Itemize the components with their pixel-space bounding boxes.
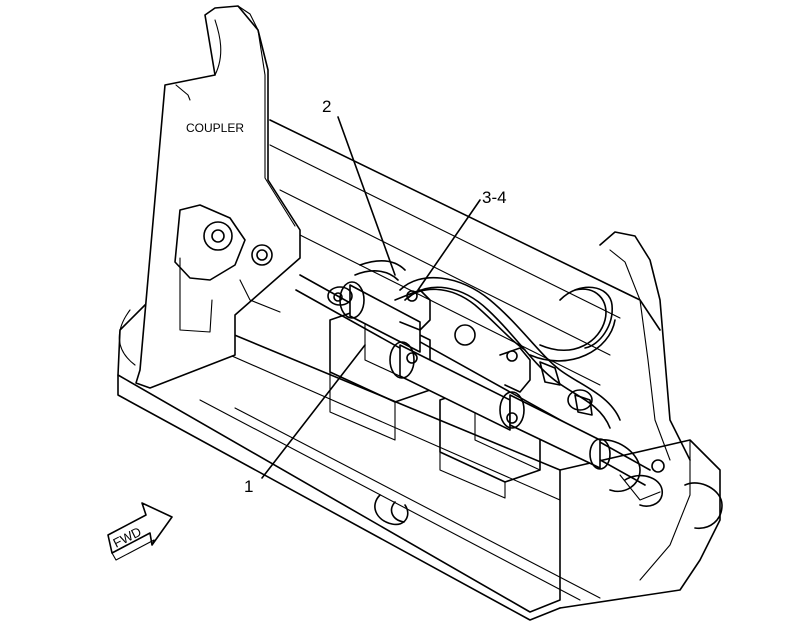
- coupler-label: COUPLER: [186, 121, 244, 135]
- forward-arrow-label: FWD: [111, 524, 144, 551]
- callout-2: 2: [322, 97, 331, 116]
- hydraulic-hoses: [354, 260, 621, 429]
- leader-line-1: [261, 344, 366, 479]
- callout-3-4: 3-4: [482, 188, 507, 207]
- lower-tabs: [374, 494, 409, 526]
- leader-line-2: [337, 116, 396, 276]
- coupler-side-plate: [118, 5, 301, 389]
- forward-arrow-icon: FWD: [107, 502, 173, 561]
- leader-lines: [261, 116, 481, 479]
- leader-line-3-4: [417, 199, 481, 291]
- hydraulic-cylinder: [295, 274, 665, 501]
- callout-1: 1: [244, 477, 253, 496]
- coupler-frame: [117, 119, 723, 621]
